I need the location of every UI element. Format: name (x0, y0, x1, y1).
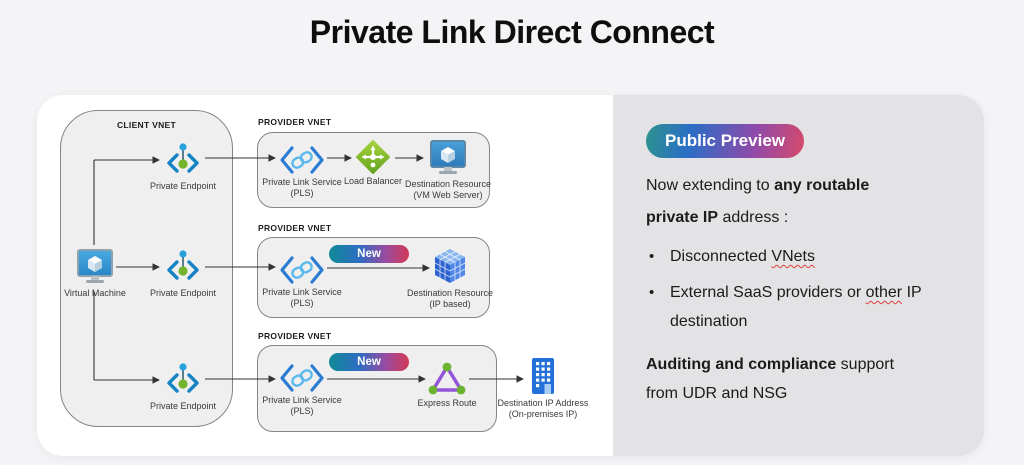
node-sublabel: (PLS) (290, 406, 314, 417)
node-label: Destination Resource (406, 288, 494, 298)
node-label: Private Link Service (262, 395, 342, 405)
node-label: Private Endpoint (149, 401, 217, 411)
footer-bold: Auditing and compliance (646, 356, 837, 373)
virtual-machine-node: Virtual Machine (45, 248, 145, 299)
private-endpoint-node: Private Endpoint (133, 248, 233, 299)
private-link-service-icon (280, 256, 324, 284)
destination-onprem-node: Destination IP Address (On-premises IP) (488, 356, 598, 421)
node-sublabel: (IP based) (429, 299, 471, 310)
bullet-text: IP destination (670, 284, 922, 330)
load-balancer-icon (356, 140, 390, 174)
node-label: Load Balancer (343, 176, 403, 186)
destination-vm-node: Destination Resource (VM Web Server) (393, 139, 503, 202)
footer-text: Auditing and compliance support from UDR… (646, 350, 918, 408)
bullet-text-wavy: VNets (771, 248, 815, 265)
node-label: Express Route (417, 398, 477, 408)
node-sublabel: (VM Web Server) (413, 190, 483, 201)
private-link-service-node: Private Link Service (PLS) (252, 145, 352, 200)
public-preview-badge: Public Preview (646, 124, 804, 158)
express-route-node: Express Route (397, 362, 497, 409)
new-badge: New (329, 353, 409, 371)
bullet-list: Disconnected VNets External SaaS provide… (646, 242, 936, 336)
intro-text: Now extending to any routable private IP… (646, 170, 918, 234)
node-sublabel: (PLS) (290, 188, 314, 199)
intro-bold: any routable private IP (646, 177, 870, 226)
bullet-disconnected-vnets: Disconnected VNets (646, 242, 926, 271)
info-panel: Public Preview Now extending to any rout… (613, 95, 984, 456)
private-endpoint-node: Private Endpoint (133, 141, 233, 192)
page-title: Private Link Direct Connect (309, 14, 715, 50)
provider-vnet-label-2: PROVIDER VNET (258, 223, 332, 233)
private-endpoint-node: Private Endpoint (133, 361, 233, 412)
bullet-text: External SaaS providers or (670, 284, 866, 301)
diagram-panel: CLIENT VNET PROVIDER VNET PROVIDER VNET … (37, 95, 613, 456)
private-link-service-icon (280, 364, 324, 392)
ip-cube-icon (434, 249, 466, 283)
node-label: Private Endpoint (149, 288, 217, 298)
private-link-service-node: Private Link Service (PLS) (252, 255, 352, 310)
express-route-icon (428, 362, 466, 395)
node-label: Private Endpoint (149, 181, 217, 191)
destination-ip-node: Destination Resource (IP based) (395, 246, 505, 311)
bullet-text: Disconnected (670, 248, 772, 265)
node-sublabel: (On-premises IP) (508, 409, 578, 420)
node-label: Destination Resource (404, 179, 492, 189)
private-link-service-icon (280, 146, 324, 174)
virtual-machine-icon (77, 249, 113, 283)
node-label: Destination IP Address (497, 398, 589, 408)
private-endpoint-icon (167, 363, 199, 393)
bullet-text-wavy: other (865, 284, 903, 301)
load-balancer-node: Load Balancer (323, 140, 423, 187)
private-endpoint-icon (167, 143, 199, 173)
node-label: Virtual Machine (64, 288, 126, 298)
intro-pre: Now extending to (646, 177, 775, 194)
provider-vnet-label-1: PROVIDER VNET (258, 117, 332, 127)
content-card: CLIENT VNET PROVIDER VNET PROVIDER VNET … (37, 95, 984, 456)
vm-web-server-icon (430, 140, 466, 174)
node-label: Private Link Service (262, 177, 342, 187)
footer-post: support from UDR and NSG (646, 356, 895, 402)
building-icon (532, 358, 554, 394)
node-sublabel: (PLS) (290, 298, 314, 309)
private-link-service-node: Private Link Service (PLS) (252, 363, 352, 418)
intro-post: address : (718, 209, 789, 226)
client-vnet-label: CLIENT VNET (116, 120, 177, 130)
provider-vnet-label-3: PROVIDER VNET (258, 331, 332, 341)
private-endpoint-icon (167, 250, 199, 280)
bullet-external-saas: External SaaS providers or other IP dest… (646, 278, 926, 336)
node-label: Private Link Service (262, 287, 342, 297)
new-badge: New (329, 245, 409, 263)
